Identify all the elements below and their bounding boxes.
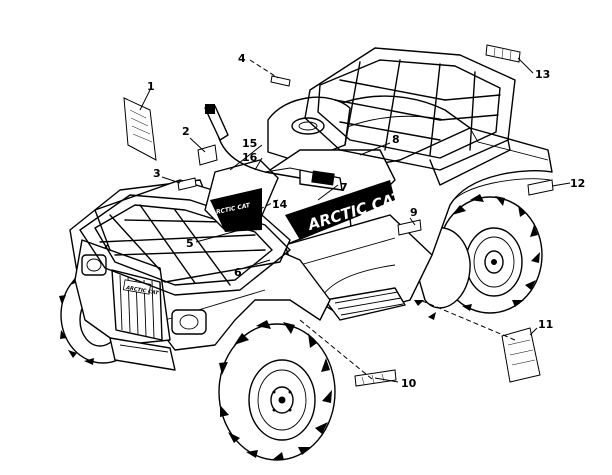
callout-12: 12: [570, 177, 585, 190]
callout-8: 8: [392, 133, 400, 146]
callout-7: 7: [340, 181, 348, 194]
callout-16: 16: [242, 151, 258, 164]
callout-11: 11: [538, 318, 553, 331]
decal-4: [270, 75, 291, 87]
front-rack: [79, 194, 291, 296]
decal-13: [485, 44, 521, 63]
callout-3: 3: [153, 167, 161, 180]
front-right-wheel: [218, 320, 336, 461]
decal-11: [501, 327, 541, 383]
callout-6: 6: [234, 266, 242, 279]
callout-labels: 1 2 3 4 5 6 7 8 9 10 11 12 13 14 15 16: [147, 52, 585, 390]
grille-logo-text: ARCTIC CAT: [125, 285, 160, 297]
rear-rack: [304, 47, 516, 186]
leader-lines: [139, 57, 571, 383]
callout-9: 9: [410, 206, 418, 219]
handlebar-assembly: ARCTIC CAT: [204, 104, 343, 232]
callout-14: 14: [272, 198, 288, 211]
callout-1: 1: [147, 80, 155, 93]
callout-10: 10: [401, 377, 417, 390]
callout-5: 5: [186, 237, 194, 250]
decal-12: [527, 179, 554, 196]
callout-2: 2: [182, 125, 190, 138]
callout-15: 15: [242, 137, 257, 150]
callout-4: 4: [238, 52, 246, 65]
decal-1: [123, 97, 157, 161]
callout-13: 13: [535, 68, 550, 81]
decal-3: [177, 177, 197, 191]
